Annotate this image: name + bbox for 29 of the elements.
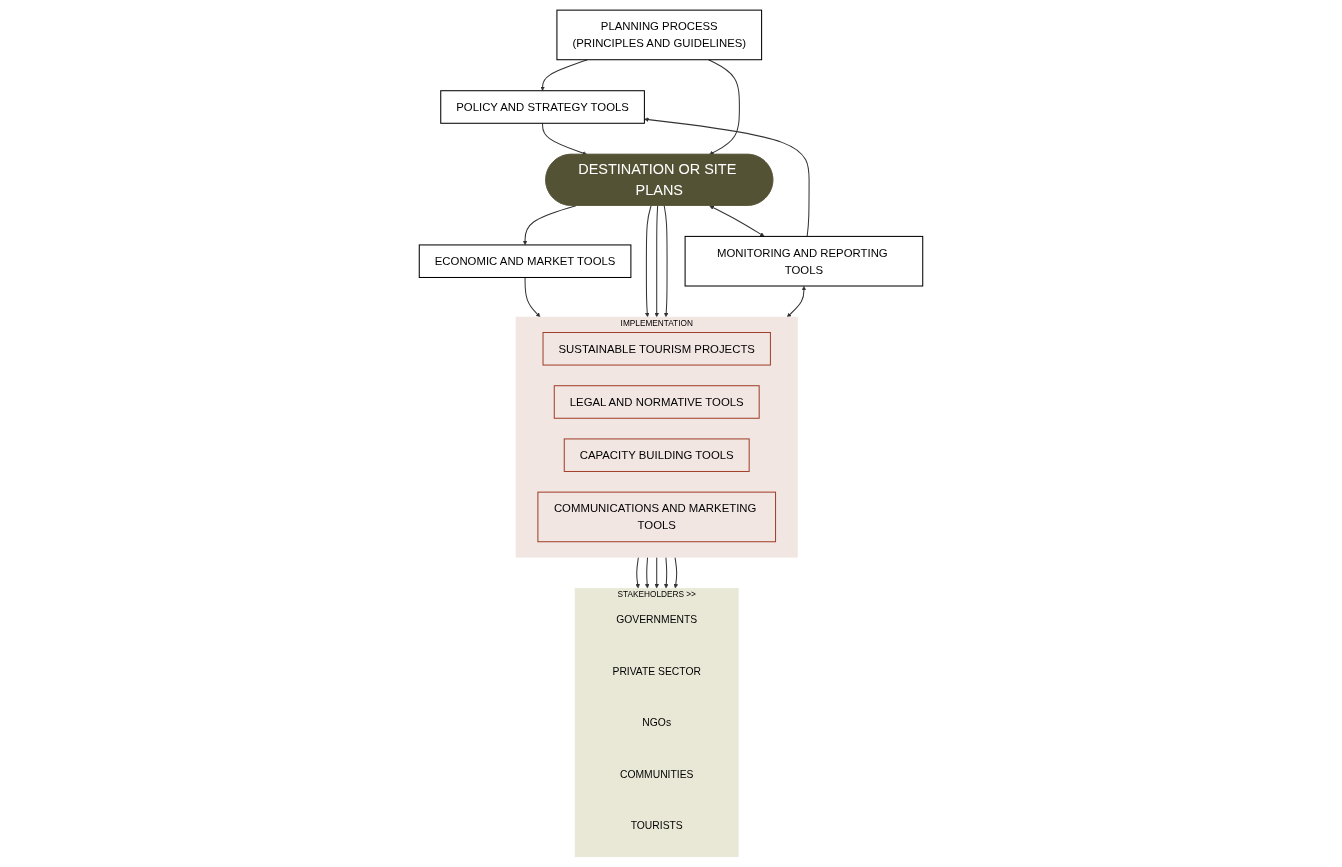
node-box: POLICY AND STRATEGY TOOLS (440, 90, 645, 124)
arrow (542, 122, 588, 156)
node-text: GOVERNMENTS (616, 613, 698, 625)
node-box: PLANNING PROCESS (PRINCIPLES AND GUIDELINES) (556, 9, 763, 61)
arrow (654, 556, 659, 589)
arrow (663, 204, 669, 318)
node-text: COMMUNITIES (619, 768, 694, 780)
arrow (654, 204, 659, 318)
arrow (708, 59, 740, 155)
arrow (786, 286, 807, 318)
arrow (709, 205, 765, 237)
node-box: ECONOMIC AND MARKET TOOLS (418, 244, 632, 278)
node-box: MONITORING AND REPORTING TOOLS (684, 235, 924, 287)
arrow (673, 556, 679, 589)
node-box: COMMUNICATIONS AND MARKETING TOOLS (537, 491, 777, 543)
arrow (540, 59, 588, 91)
node-text: PRIVATE SECTOR (612, 665, 701, 677)
node-text: NGOs (642, 716, 672, 729)
arrow (522, 205, 577, 246)
arrow (524, 276, 541, 318)
arrow (645, 204, 652, 318)
node-box: CAPACITY BUILDING TOOLS (563, 438, 750, 472)
node-box: SUSTAINABLE TOURISM PROJECTS (542, 332, 771, 366)
arrow (664, 556, 669, 589)
node-text: TOURISTS (630, 820, 683, 832)
node-box: LEGAL AND NORMATIVE TOOLS (553, 385, 760, 419)
arrow (644, 556, 650, 589)
arrow (644, 117, 810, 237)
arrow (635, 556, 640, 589)
